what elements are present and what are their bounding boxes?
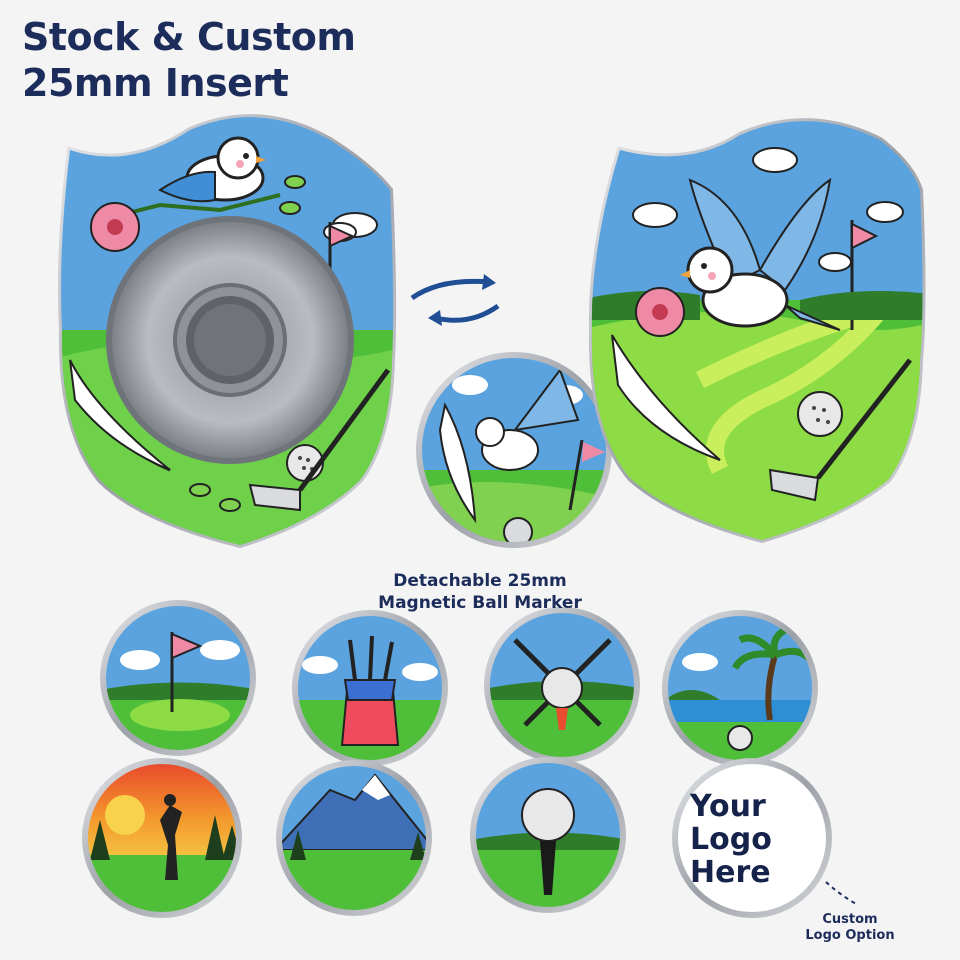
feather-icon bbox=[611, 334, 721, 461]
flower-icon bbox=[90, 202, 140, 252]
feather-icon bbox=[69, 359, 171, 471]
logo-line-1: Your bbox=[690, 789, 766, 824]
shield-holder-front bbox=[588, 118, 926, 544]
logo-line-2: Logo bbox=[690, 822, 772, 857]
custom-caption-line-1: Custom bbox=[822, 912, 878, 927]
marker-caption: Detachable 25mm Magnetic Ball Marker bbox=[330, 570, 630, 614]
marker-mountains bbox=[276, 760, 432, 916]
custom-caption-line-2: Logo Option bbox=[805, 928, 895, 943]
marker-golf-bag bbox=[292, 610, 448, 766]
detachable-ball-marker bbox=[416, 352, 612, 548]
marker-custom-logo bbox=[672, 758, 832, 918]
custom-logo-caption: Custom Logo Option bbox=[790, 912, 910, 944]
marker-ball-on-tee bbox=[470, 757, 626, 913]
marker-palm-beach bbox=[662, 610, 818, 766]
marker-caption-line-2: Magnetic Ball Marker bbox=[378, 593, 582, 613]
custom-logo-pointer bbox=[825, 881, 859, 906]
title-line-2: 25mm Insert bbox=[22, 61, 289, 105]
magnet-cup bbox=[106, 216, 354, 464]
title-line-1: Stock & Custom bbox=[22, 15, 356, 59]
bird-icon bbox=[158, 136, 266, 203]
swap-arrows-icon bbox=[410, 274, 500, 326]
logo-line-3: Here bbox=[690, 855, 771, 890]
marker-sunset-golfer bbox=[82, 758, 242, 918]
marker-caption-line-1: Detachable 25mm bbox=[393, 571, 567, 591]
golf-ball-icon bbox=[797, 391, 843, 437]
custom-logo-text: Your Logo Here bbox=[690, 790, 810, 889]
bird-icon bbox=[680, 177, 841, 331]
shield-holder-back bbox=[58, 114, 397, 549]
flower-icon bbox=[635, 287, 685, 337]
marker-crossed-clubs-ball bbox=[484, 607, 640, 763]
marker-flag-on-green bbox=[100, 600, 256, 756]
page-title: Stock & Custom 25mm Insert bbox=[22, 14, 356, 106]
